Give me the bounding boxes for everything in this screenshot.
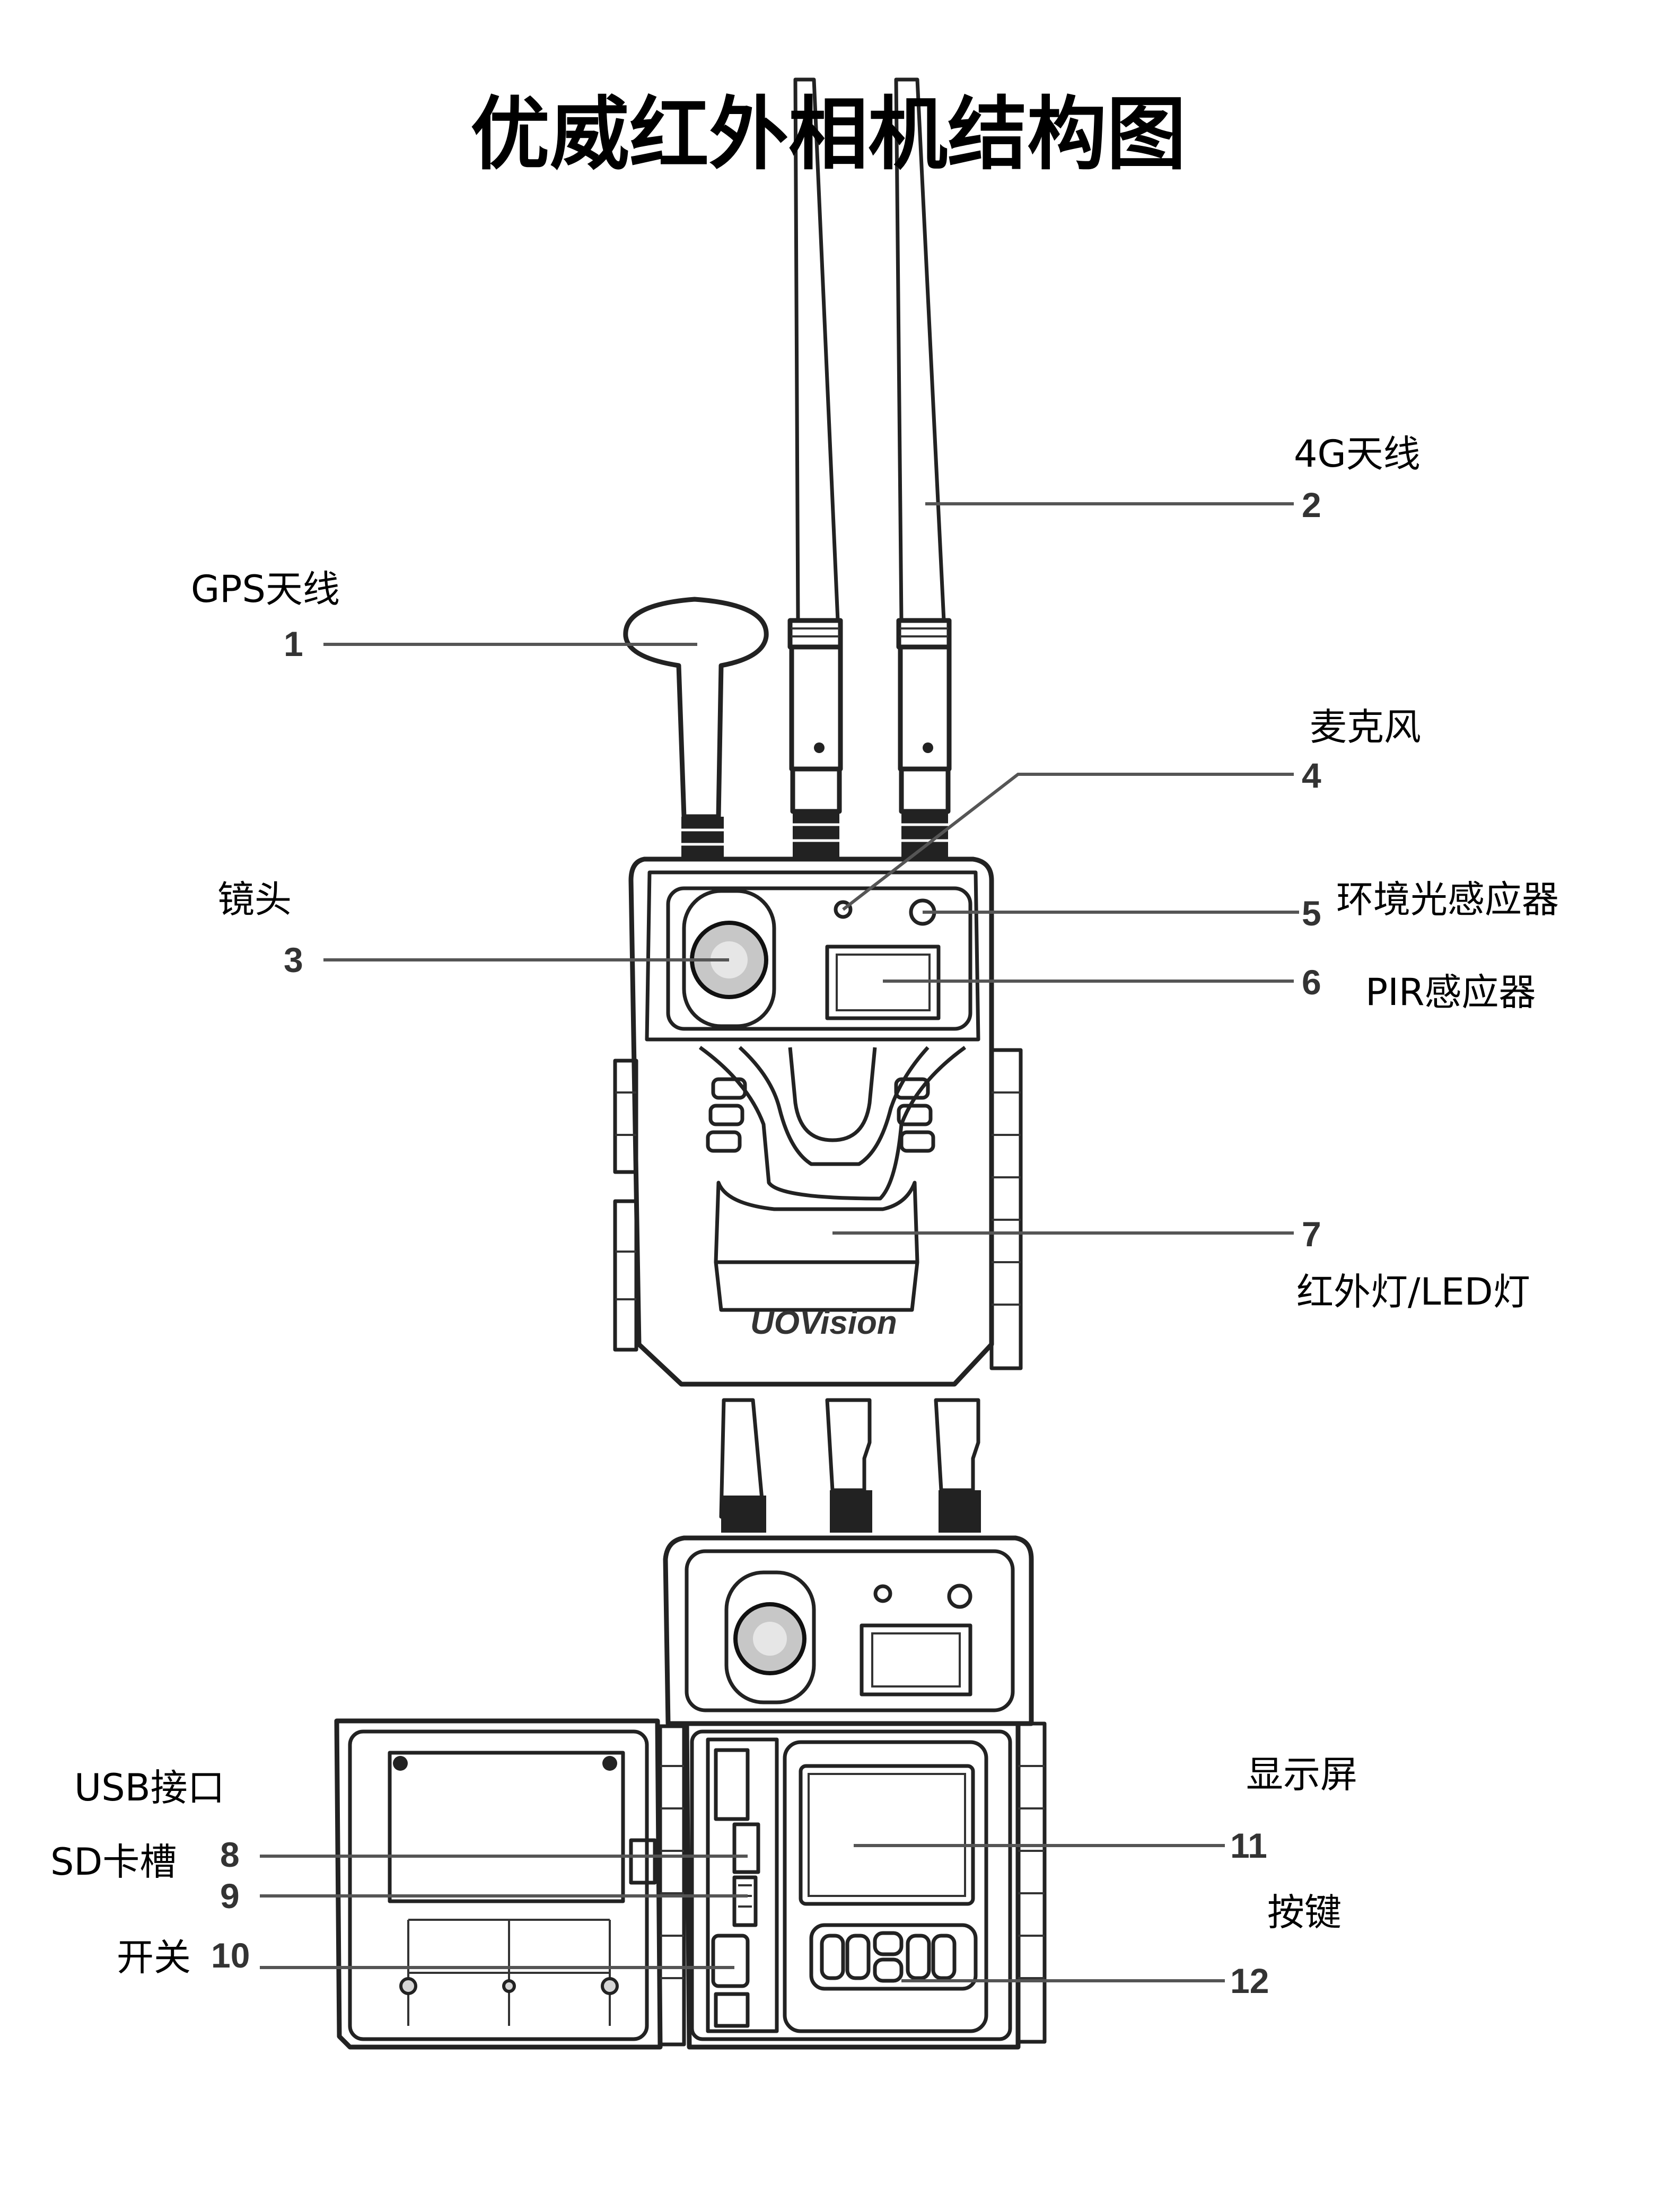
microphone-hole <box>834 900 853 919</box>
callout-label: 麦克风 <box>1310 705 1421 749</box>
callout-number: 11 <box>1230 1826 1267 1865</box>
side-latch-bottom-right <box>1016 1721 1047 2044</box>
callout-label: 环境光感应器 <box>1336 878 1559 921</box>
callout-number: 2 <box>1302 485 1321 524</box>
callout-label: 红外灯/LED灯 <box>1296 1270 1530 1314</box>
callout-number: 9 <box>220 1876 240 1916</box>
callout-2: 4G天线 2 <box>1294 432 1421 524</box>
antenna-4g-right <box>894 77 952 859</box>
callout-7: 7 红外灯/LED灯 <box>1296 1214 1530 1314</box>
callout-9: SD卡槽 9 <box>50 1840 240 1916</box>
side-latch-right <box>989 1048 1023 1370</box>
sd-card-slot <box>732 1875 758 1927</box>
callout-4: 麦克风 4 <box>1302 705 1421 795</box>
callout-12: 按键 12 <box>1230 1891 1342 2000</box>
callout-5: 5 环境光感应器 <box>1302 878 1559 933</box>
hinge-strip <box>658 1724 686 2047</box>
callout-label: 开关 <box>117 1936 191 1979</box>
callout-3: 镜头 3 <box>217 878 303 980</box>
callout-label: 4G天线 <box>1294 432 1421 476</box>
callout-number: 12 <box>1230 1961 1269 2000</box>
antenna-gps <box>623 597 769 859</box>
side-hinges-left <box>613 1059 638 1352</box>
callout-11: 显示屏 11 <box>1230 1753 1357 1865</box>
callout-number: 7 <box>1302 1214 1321 1254</box>
callout-number: 4 <box>1302 756 1321 795</box>
callout-label: 显示屏 <box>1246 1753 1357 1796</box>
callout-label: GPS天线 <box>191 567 340 611</box>
antenna-stubs-bottom <box>719 1398 981 1533</box>
callout-8: USB接口 8 <box>74 1766 240 1874</box>
ir-led-panel <box>698 1046 967 1312</box>
leader-lines <box>260 502 1299 1982</box>
camera-interior <box>684 1721 1021 2050</box>
open-door <box>334 1718 663 2050</box>
keypad <box>809 1923 978 1991</box>
brand-logo: UOVision <box>750 1305 897 1341</box>
callout-6: 6 PIR感应器 <box>1302 963 1536 1014</box>
callout-10: 开关 10 <box>117 1936 250 1979</box>
callout-label: USB接口 <box>74 1766 225 1809</box>
callout-label: SD卡槽 <box>50 1840 177 1884</box>
callout-number: 10 <box>211 1936 250 1975</box>
callout-label: PIR感应器 <box>1365 971 1536 1014</box>
callout-number: 1 <box>284 624 303 663</box>
camera-open-body <box>663 1535 1034 1726</box>
callout-number: 8 <box>220 1835 240 1874</box>
callout-number: 5 <box>1302 894 1321 933</box>
callout-number: 3 <box>284 940 303 980</box>
callout-1: GPS天线 1 <box>191 567 340 663</box>
callout-number: 6 <box>1302 963 1321 1002</box>
callout-label: 镜头 <box>217 878 292 921</box>
diagram-title: 优威红外相机结构图 <box>470 89 1186 181</box>
antenna-4g-left <box>787 77 843 859</box>
callout-label: 按键 <box>1267 1891 1342 1934</box>
power-switch <box>711 1934 750 1988</box>
usb-port <box>732 1822 760 1874</box>
lcd-screen <box>799 1764 975 1906</box>
